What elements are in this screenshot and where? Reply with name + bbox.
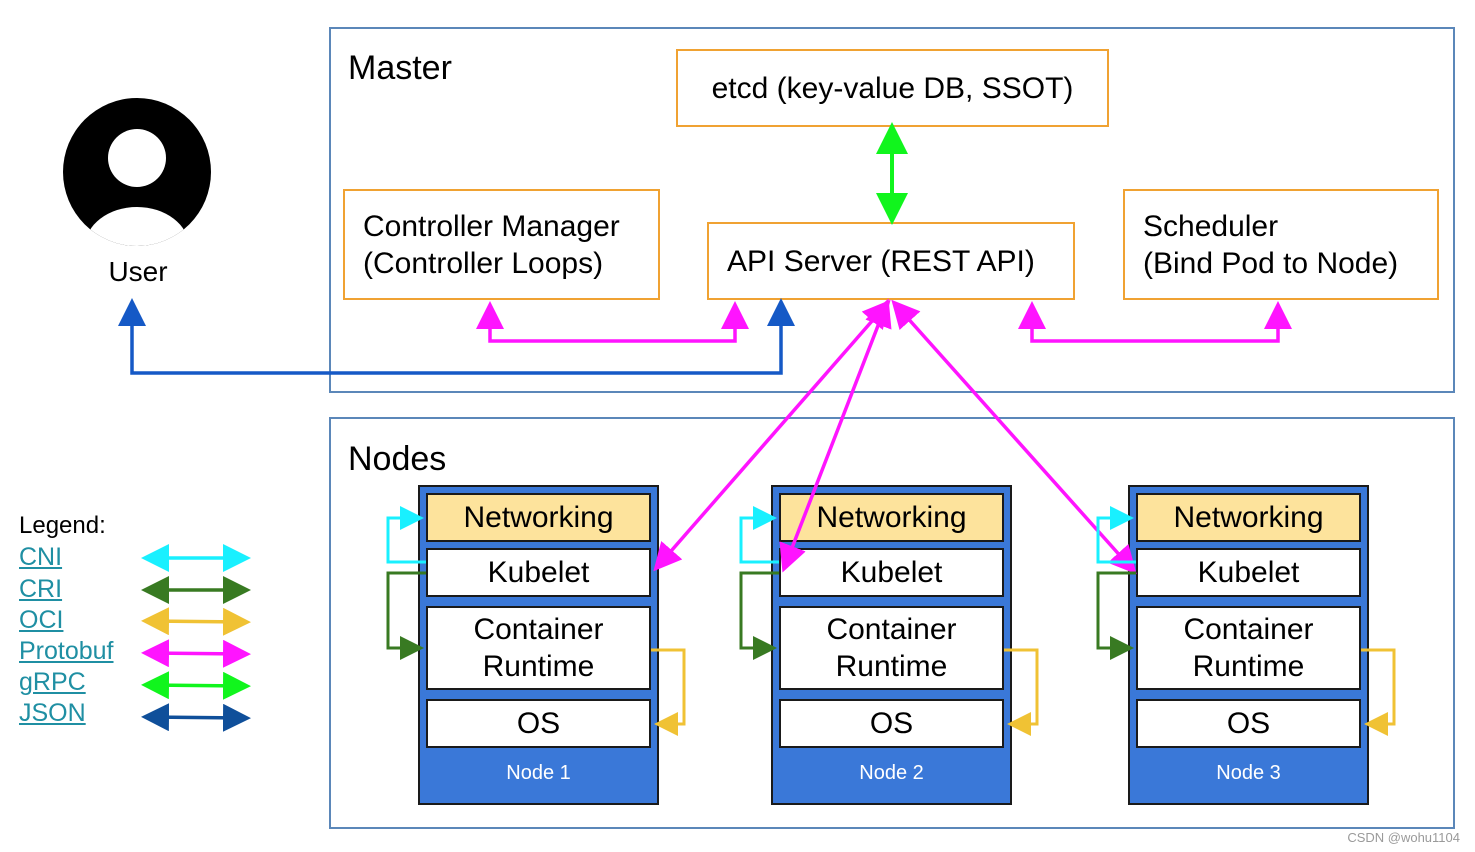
master-title: Master bbox=[348, 49, 452, 87]
legend-link-cri[interactable]: CRI bbox=[19, 575, 63, 603]
legend-link-protobuf[interactable]: Protobuf bbox=[19, 637, 114, 665]
user-avatar-icon bbox=[62, 97, 212, 247]
controller-manager-box: Controller Manager (Controller Loops) bbox=[343, 189, 660, 300]
etcd-label: etcd (key-value DB, SSOT) bbox=[711, 71, 1074, 105]
legend-link-grpc[interactable]: gRPC bbox=[19, 668, 86, 696]
node-2-kubelet-label: Kubelet bbox=[840, 556, 943, 589]
scheduler-box: Scheduler (Bind Pod to Node) bbox=[1123, 189, 1439, 300]
node-3-label: Node 3 bbox=[1216, 762, 1281, 784]
legend-arrow-grpc bbox=[141, 671, 251, 700]
node-1-os-label: OS bbox=[516, 707, 561, 740]
user-label: User bbox=[108, 256, 168, 287]
node-3-container-runtime: Container Runtime bbox=[1136, 606, 1361, 690]
node-3-runtime-line1: Container bbox=[1183, 613, 1314, 646]
node-2-os: OS bbox=[779, 699, 1004, 748]
legend-arrow-protobuf bbox=[141, 639, 251, 668]
nodes-title: Nodes bbox=[348, 440, 447, 478]
legend-title: Legend: bbox=[19, 512, 106, 539]
legend-link-cni[interactable]: CNI bbox=[19, 543, 63, 571]
node-1-label: Node 1 bbox=[506, 762, 571, 784]
legend-arrow-json bbox=[141, 703, 251, 732]
node-2-container-runtime: Container Runtime bbox=[779, 606, 1004, 690]
legend-link-json[interactable]: JSON bbox=[19, 699, 86, 727]
node-1-networking: Networking bbox=[426, 493, 651, 542]
controller-manager-line2: (Controller Loops) bbox=[363, 246, 604, 280]
node-1-networking-label: Networking bbox=[463, 501, 614, 534]
node-3-runtime-line2: Runtime bbox=[1192, 650, 1305, 683]
node-3-os: OS bbox=[1136, 699, 1361, 748]
scheduler-line2: (Bind Pod to Node) bbox=[1143, 246, 1399, 280]
node-3-os-label: OS bbox=[1226, 707, 1271, 740]
node-1-os: OS bbox=[426, 699, 651, 748]
node-2-kubelet: Kubelet bbox=[779, 548, 1004, 597]
scheduler-line1: Scheduler bbox=[1143, 209, 1279, 243]
node-2-networking: Networking bbox=[779, 493, 1004, 542]
api-server-box: API Server (REST API) bbox=[707, 222, 1075, 300]
node-3-networking: Networking bbox=[1136, 493, 1361, 542]
node-1-kubelet: Kubelet bbox=[426, 548, 651, 597]
etcd-box: etcd (key-value DB, SSOT) bbox=[676, 49, 1109, 127]
node-2-label: Node 2 bbox=[859, 762, 924, 784]
controller-manager-line1: Controller Manager bbox=[363, 209, 620, 243]
legend-link-oci[interactable]: OCI bbox=[19, 606, 64, 634]
node-1-kubelet-label: Kubelet bbox=[487, 556, 590, 589]
watermark: CSDN @wohu1104 bbox=[1347, 830, 1460, 845]
node-1-runtime-line2: Runtime bbox=[482, 650, 595, 683]
node-3-kubelet: Kubelet bbox=[1136, 548, 1361, 597]
node-1-container-runtime: Container Runtime bbox=[426, 606, 651, 690]
node-2-networking-label: Networking bbox=[816, 501, 967, 534]
node-3-networking-label: Networking bbox=[1173, 501, 1324, 534]
node-2-os-label: OS bbox=[869, 707, 914, 740]
node-3-kubelet-label: Kubelet bbox=[1197, 556, 1300, 589]
node-2-runtime-line1: Container bbox=[826, 613, 957, 646]
legend-arrow-oci bbox=[141, 607, 251, 636]
api-server-label: API Server (REST API) bbox=[727, 244, 1035, 278]
node-1-runtime-line1: Container bbox=[473, 613, 604, 646]
node-2-runtime-line2: Runtime bbox=[835, 650, 948, 683]
